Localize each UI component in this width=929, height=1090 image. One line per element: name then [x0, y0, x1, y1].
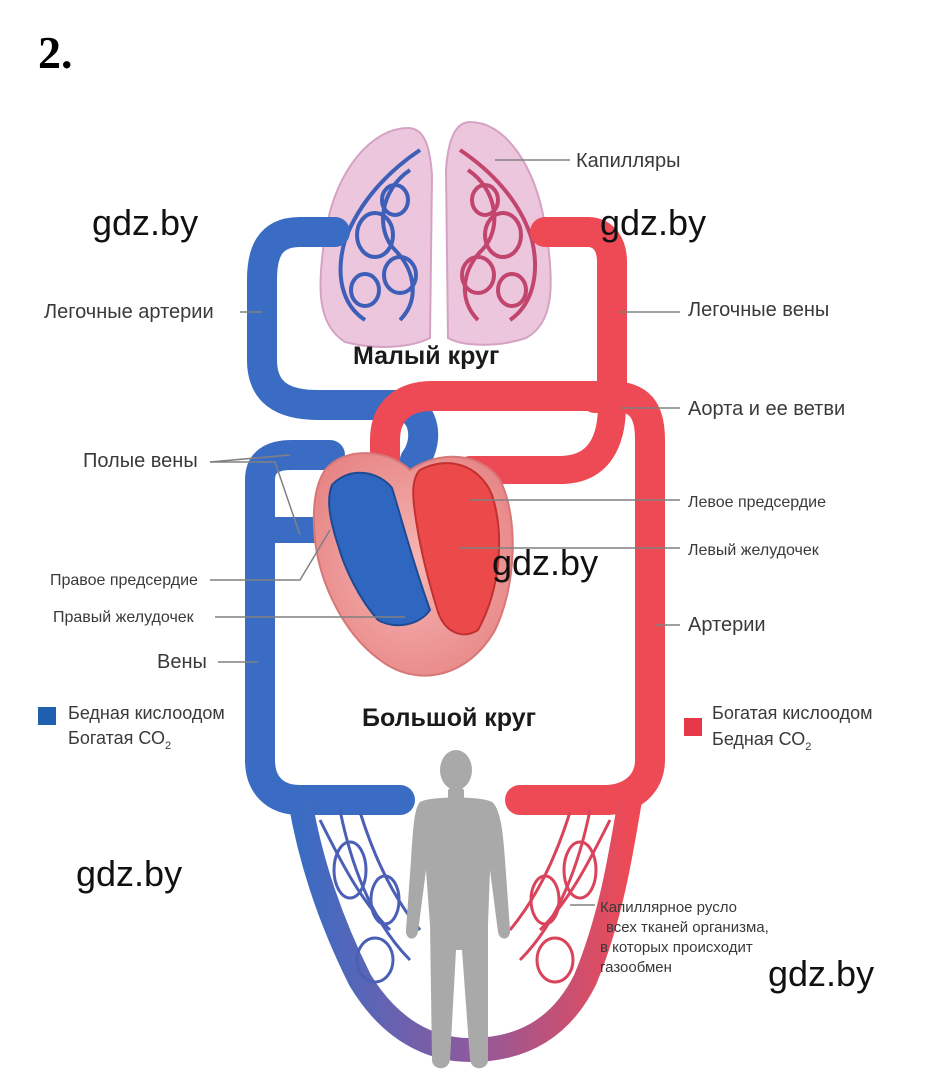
pulmonary-artery-vessel [247, 217, 439, 475]
label-pulmonary-veins: Легочные вены [688, 299, 829, 321]
label-aorta: Аорта и ее ветви [688, 398, 845, 420]
legend-blue-line-1: Бедная кислоодом [68, 703, 225, 723]
legend-red-co2: Бедная СО [712, 729, 805, 749]
watermark-4: gdz.by [76, 853, 182, 894]
task-number: 2. [38, 27, 73, 78]
legend-red: Богатая кислоодом Бедная СО2 [684, 703, 873, 753]
label-right-ventricle: Правый желудочек [53, 609, 195, 626]
leader-lines [209, 159, 680, 906]
legend-red-line-2: Бедная СО2 [712, 729, 811, 753]
label-vena-cava: Полые вены [83, 450, 198, 472]
capillary-mesh-left [318, 809, 422, 984]
aorta-vessel [370, 381, 665, 815]
label-veins: Вены [157, 651, 207, 673]
legend-blue-co2-sub: 2 [165, 740, 171, 752]
watermark-3: gdz.by [492, 542, 598, 583]
legend-blue-line-2: Богатая СО2 [68, 728, 171, 752]
legend-red-line-1: Богатая кислоодом [712, 703, 873, 723]
label-arteries: Артерии [688, 614, 766, 636]
watermark-5: gdz.by [768, 953, 874, 994]
label-capillary-bed-line-3: в которых происходит [600, 939, 753, 956]
label-capillaries: Капилляры [576, 150, 680, 172]
label-right-atrium: Правое предсердие [50, 572, 198, 589]
right-heart-chambers [328, 471, 432, 627]
aorta-branch-to-heart [456, 391, 626, 484]
legend-red-co2-sub: 2 [805, 741, 811, 753]
capillary-mesh-right [508, 809, 612, 984]
legend-blue: Бедная кислоодом Богатая СО2 [38, 703, 225, 752]
label-pulmonary-arteries: Легочные артерии [44, 301, 214, 323]
watermark-1: gdz.by [92, 202, 198, 243]
legend-red-swatch [684, 718, 702, 736]
lungs [319, 120, 552, 348]
heart [312, 452, 514, 677]
watermark-2: gdz.by [600, 202, 706, 243]
label-capillary-bed-line-2: всех тканей организма, [606, 919, 769, 936]
legend-blue-swatch [38, 707, 56, 725]
pulmonary-circle-title: Малый круг [353, 342, 499, 370]
label-left-atrium: Левое предсердие [688, 494, 826, 511]
pulmonary-vein-vessel [530, 217, 627, 413]
left-heart-chambers [412, 462, 501, 636]
human-silhouette [405, 750, 511, 1069]
systemic-circle-title: Большой круг [362, 704, 536, 732]
label-left-ventricle: Левый желудочек [688, 542, 820, 559]
label-capillary-bed-line-4: газообмен [600, 959, 672, 976]
label-capillary-bed-line-1: Капиллярное русло [600, 899, 737, 916]
legend-blue-co2: Богатая СО [68, 728, 165, 748]
